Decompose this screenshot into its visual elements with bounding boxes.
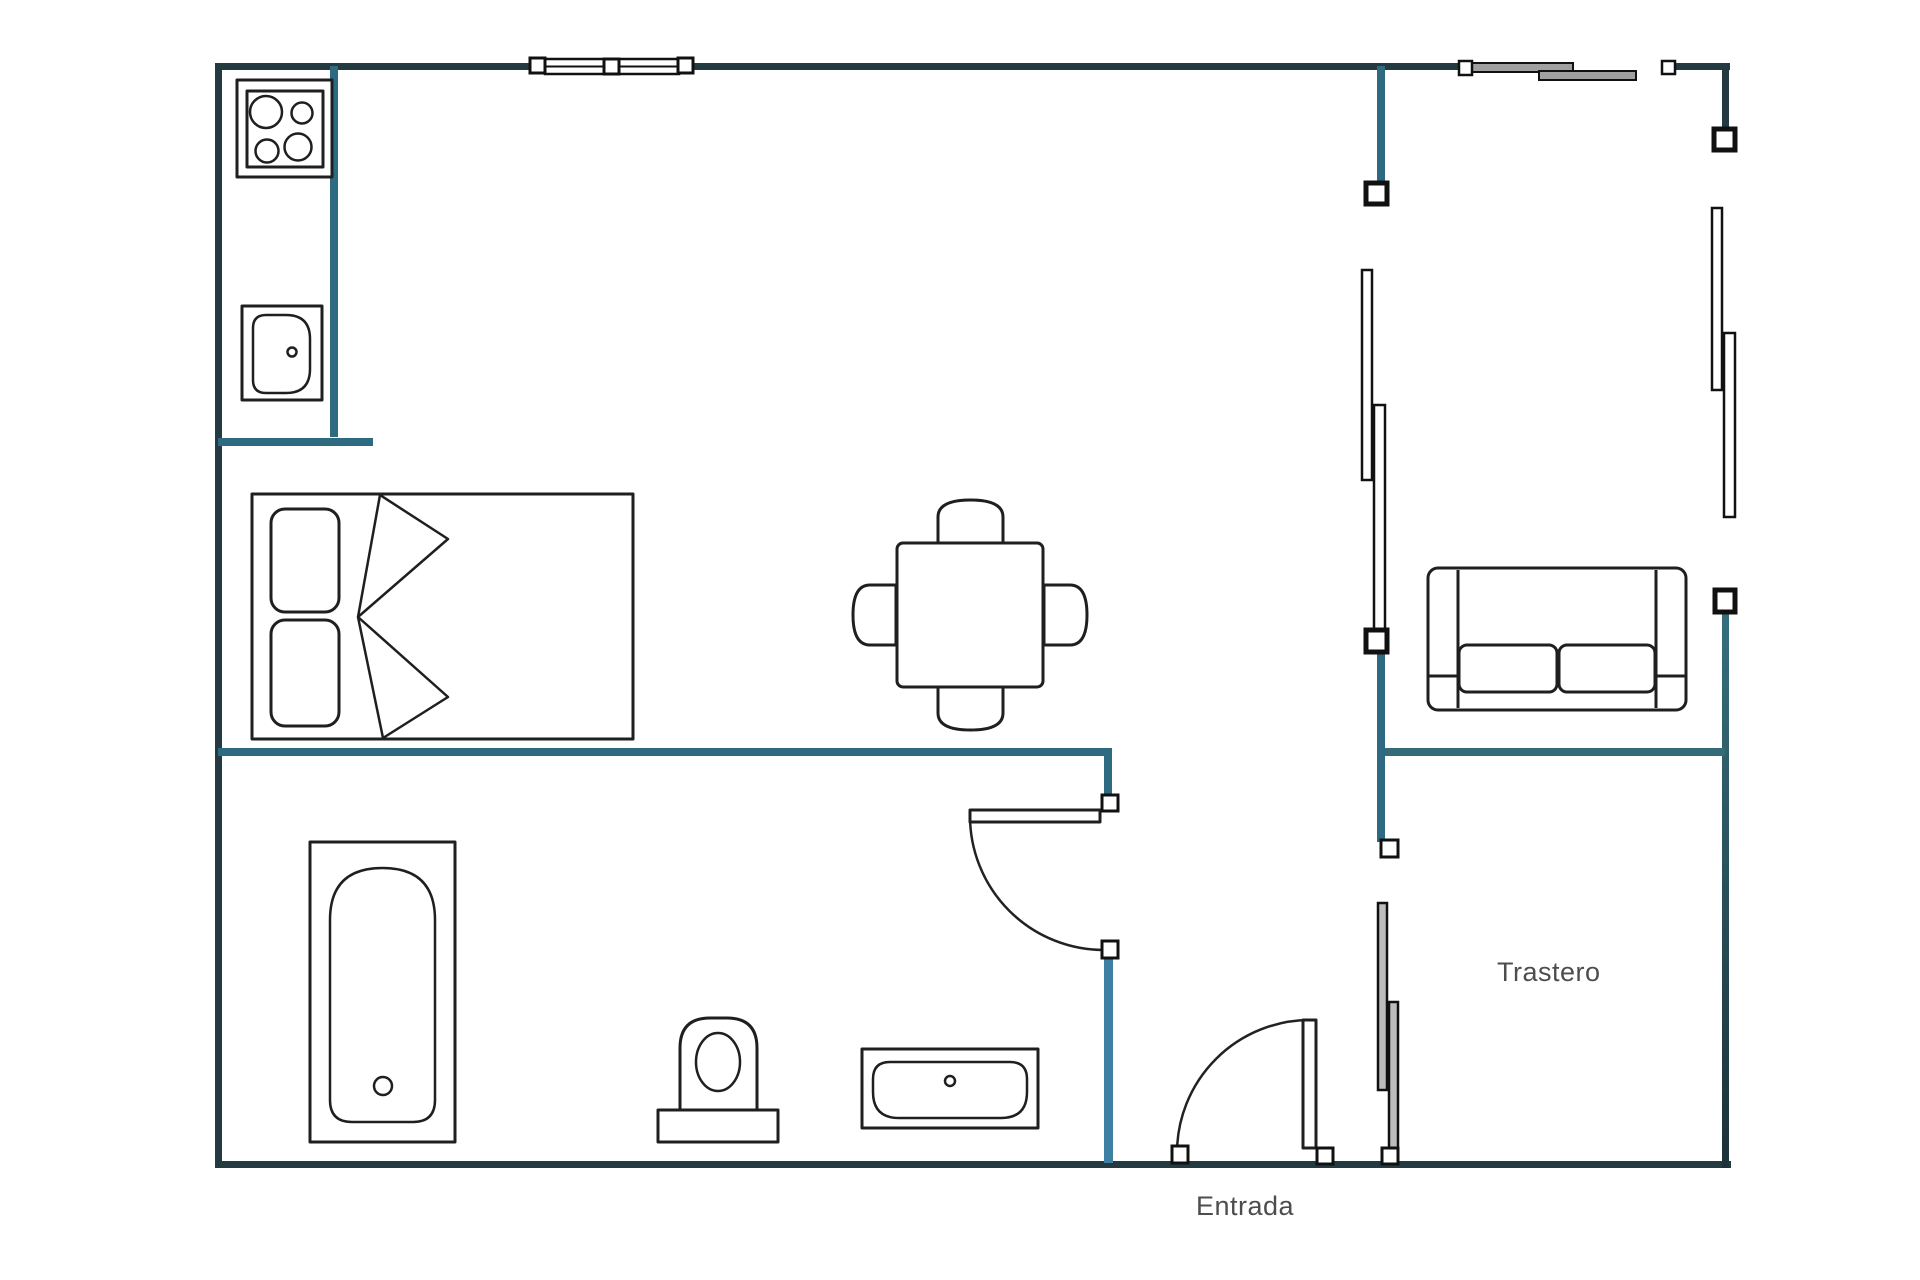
tub-basin [328,866,437,1124]
chair-right [1042,583,1089,647]
door-jamb [1100,939,1120,960]
left-wall [215,63,222,1168]
door-jamb [1100,793,1120,813]
door-panel [968,808,1102,824]
door-jamb [1315,1146,1335,1166]
door-jamb [1170,1144,1190,1165]
sliding-panel [1387,1000,1400,1150]
window-jamb-middle [602,57,621,76]
bathroom-door [968,793,1120,960]
living-wall-mid [1377,651,1385,842]
wall-post [1363,627,1390,655]
seat-cushion [1457,643,1559,694]
toilet-base [656,1108,780,1144]
seat-cushion [1557,643,1657,694]
trastero-label: Trastero [1497,957,1601,987]
wall-post [1363,180,1390,207]
pillow [269,507,341,614]
blanket-fold [356,493,450,740]
kitchen-bottom-wall [218,438,373,446]
top-wall-mid-segment [690,63,1462,70]
sliding-panel [1372,403,1387,652]
sliding-panel [1360,268,1374,482]
faucet-dot [286,346,298,358]
wall-post [1711,126,1738,153]
drain-dot [372,1075,394,1097]
sliding-door-jamb-left [1457,59,1474,77]
sink-basin [251,313,312,395]
sliding-panel [1538,70,1637,81]
bathroom-door-wall-stub [1104,748,1112,796]
bedroom-bathroom-wall [218,748,1111,756]
sliding-door-living [1360,180,1400,859]
corridor-wall [1104,956,1113,1163]
stove-icon [235,78,334,179]
sliding-door-jamb-right [1660,59,1677,76]
top-wall-right-segment [1670,63,1730,70]
door-panel [1301,1018,1318,1150]
sliding-door-top [1457,59,1677,81]
burner-medium [283,132,313,162]
wall-post [1379,838,1400,859]
bathroom-sink-icon [860,1047,1040,1130]
right-wall-upper-stub [1722,63,1729,138]
faucet-dot [943,1074,957,1088]
sliding-panel [1710,206,1724,392]
sofa-icon [1426,566,1688,712]
burner-small [290,101,314,125]
wall-post [1380,1146,1400,1166]
trastero-top-wall [1385,748,1725,756]
window-top [528,56,695,76]
interior-walls [218,66,1725,1163]
kitchen-sink-icon [240,304,324,402]
sliding-window-right [1710,126,1738,615]
sliding-panel [1722,331,1737,519]
outer-walls [215,63,1731,1168]
toilet-icon [656,1016,780,1144]
door-swing-arc [1175,1018,1311,1154]
toilet-seat [694,1031,742,1093]
wall-post [1712,587,1738,615]
burner-small [254,138,280,164]
toilet-bowl [678,1016,759,1113]
right-wall-lower [1722,610,1729,1168]
entrada-label: Entrada [1196,1191,1295,1221]
dining-table-icon [851,498,1089,732]
bathtub-icon [308,840,457,1144]
burner-large [248,94,284,130]
chair-bottom [936,685,1005,732]
sliding-panel [1376,901,1389,1092]
double-bed-icon [250,492,635,741]
sink-basin [871,1060,1029,1120]
window-jamb-left [528,56,547,75]
pillow [269,618,341,728]
living-wall-upper [1377,66,1385,184]
sliding-door-trastero [1376,901,1400,1166]
table-top [895,541,1045,689]
top-wall-left-segment [215,63,535,70]
entrance-door [1170,1018,1335,1166]
door-swing-arc [968,815,1105,952]
bottom-wall [215,1161,1731,1168]
kitchen-divider-wall [330,66,338,437]
window-jamb-right [676,56,695,75]
chair-top [936,498,1005,545]
chair-left [851,583,898,647]
